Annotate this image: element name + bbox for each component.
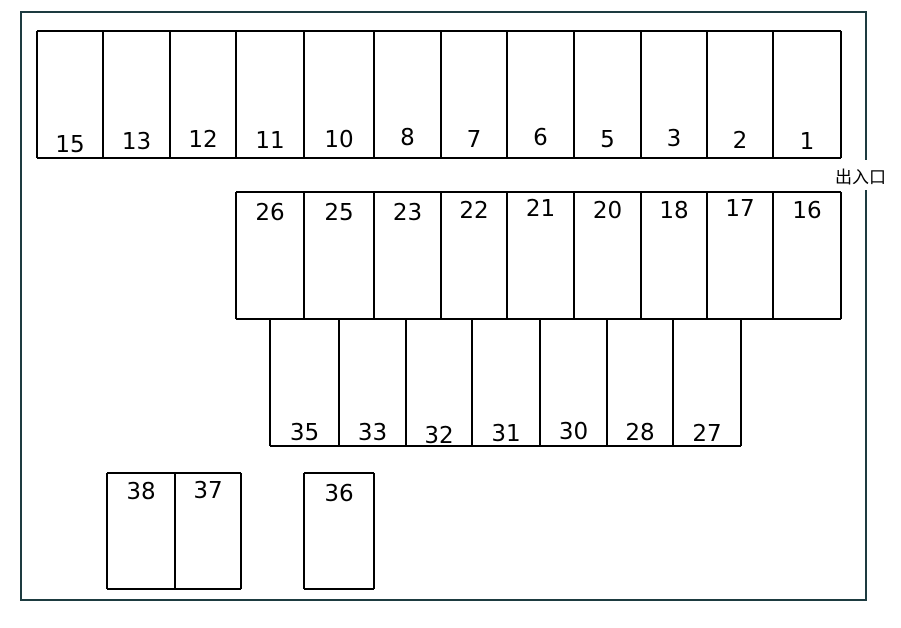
stall-number-36: 36 — [324, 481, 353, 507]
row2-stalls: 26 25 23 22 21 20 18 17 16 — [235, 191, 842, 320]
stall-number-11: 11 — [255, 128, 284, 154]
row1-stalls: 15 13 12 11 10 8 7 6 5 3 2 1 — [36, 30, 842, 159]
stall-number-20: 20 — [593, 198, 622, 224]
row4a-stalls: 38 37 — [106, 472, 242, 590]
row4b-stalls: 36 — [303, 472, 375, 590]
stall-number-21: 21 — [526, 196, 555, 222]
stall-number-7: 7 — [467, 127, 482, 153]
stall-number-28: 28 — [625, 420, 654, 446]
stall-number-25: 25 — [324, 200, 353, 226]
stall-number-38: 38 — [126, 479, 155, 505]
stall-number-16: 16 — [792, 198, 821, 224]
stall-number-23: 23 — [393, 200, 422, 226]
stall-number-10: 10 — [324, 127, 353, 153]
stall-number-15: 15 — [55, 132, 84, 158]
stall-number-32: 32 — [424, 423, 453, 449]
stall-number-13: 13 — [122, 129, 151, 155]
stall-number-2: 2 — [733, 128, 748, 154]
stall-number-22: 22 — [459, 198, 488, 224]
stall-number-1: 1 — [800, 129, 815, 155]
stall-number-31: 31 — [491, 421, 520, 447]
stall-number-17: 17 — [725, 196, 754, 222]
stall-number-5: 5 — [600, 127, 615, 153]
stall-number-35: 35 — [290, 420, 319, 446]
lot-boundary — [20, 11, 867, 601]
stall-number-12: 12 — [188, 127, 217, 153]
entrance-label: 出入口 — [835, 168, 886, 188]
stall-number-26: 26 — [255, 200, 284, 226]
stall-number-6: 6 — [533, 125, 548, 151]
stall-number-8: 8 — [400, 125, 415, 151]
row3-stalls: 35 33 32 31 30 28 27 — [269, 319, 742, 449]
stall-number-3: 3 — [667, 126, 682, 152]
stall-number-33: 33 — [358, 420, 387, 446]
stall-number-18: 18 — [659, 198, 688, 224]
lot-outline — [20, 11, 867, 601]
stall-number-37: 37 — [193, 478, 222, 504]
stall-number-30: 30 — [559, 419, 588, 445]
stall-number-27: 27 — [692, 421, 721, 447]
